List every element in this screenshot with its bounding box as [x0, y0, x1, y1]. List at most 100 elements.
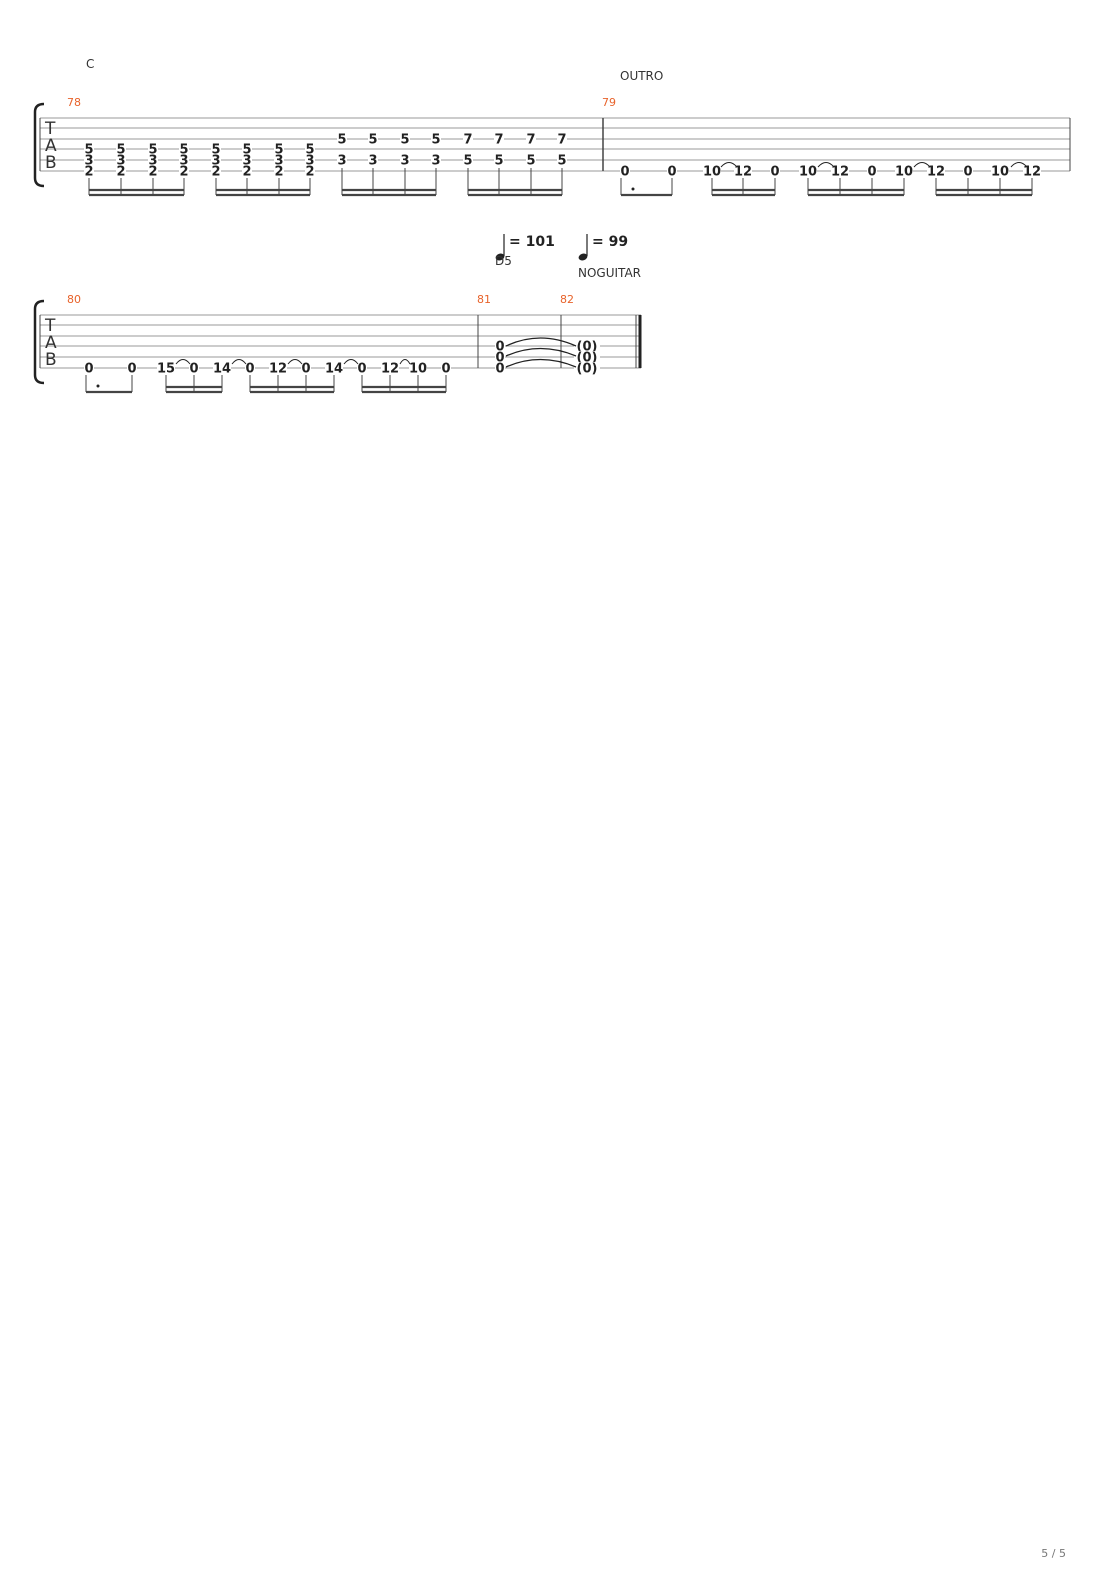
tempo-mark-2: = 99	[578, 234, 628, 261]
tab-letter-a: A	[45, 136, 57, 156]
fret-background	[242, 143, 252, 154]
fret-background	[245, 362, 255, 373]
fret-number: (0)	[577, 340, 598, 355]
fret-background	[431, 154, 441, 165]
fret-background	[84, 165, 94, 176]
fret-number: 7	[526, 133, 535, 148]
beams-1	[89, 188, 1032, 197]
fret-number: 3	[337, 154, 346, 169]
fret-number: 0	[495, 351, 504, 366]
fret-number: 5	[431, 133, 440, 148]
dot-80	[96, 384, 100, 388]
fret-background	[357, 362, 367, 373]
fret-background	[84, 154, 94, 165]
fret-number: 3	[179, 154, 188, 169]
tempo-mark-1: = 101	[495, 234, 555, 261]
fret-number: 3	[431, 154, 440, 169]
fret-background	[400, 133, 410, 144]
fret-background	[211, 154, 221, 165]
fret-background	[463, 133, 473, 144]
fret-background	[337, 154, 347, 165]
fret-background	[157, 362, 175, 373]
fret-background	[441, 362, 451, 373]
fret-background	[431, 133, 441, 144]
measure-number-78: 78	[67, 96, 81, 109]
fret-number: 3	[84, 154, 93, 169]
ties-81-82	[505, 337, 577, 368]
system-brace	[33, 299, 45, 385]
fret-background	[703, 165, 721, 176]
fret-number: 5	[400, 133, 409, 148]
section-label-outro: OUTRO	[620, 69, 663, 83]
fret-background	[148, 154, 158, 165]
fret-background	[381, 362, 399, 373]
fret-background	[574, 340, 600, 351]
fret-background	[991, 165, 1009, 176]
beams-2	[86, 385, 446, 394]
fret-number: 3	[116, 154, 125, 169]
fret-background	[213, 362, 231, 373]
fret-background	[495, 340, 505, 351]
fret-number: 0	[245, 362, 254, 377]
fret-background	[734, 165, 752, 176]
fret-background	[189, 362, 199, 373]
fret-number: (0)	[577, 362, 598, 377]
measure-number-81: 81	[477, 293, 491, 306]
fret-number: 0	[620, 165, 629, 180]
ties-79	[720, 162, 1028, 168]
tab-letter-t: T	[44, 119, 56, 139]
fret-number: 7	[463, 133, 472, 148]
fret-number: 5	[148, 143, 157, 158]
fret-number: 14	[325, 362, 343, 377]
fret-background	[274, 154, 284, 165]
fret-number: 5	[305, 143, 314, 158]
fret-background	[211, 143, 221, 154]
fret-number: 14	[213, 362, 231, 377]
fret-background	[127, 362, 137, 373]
fret-number: 5	[337, 133, 346, 148]
staff-lines	[40, 117, 1070, 172]
fret-number: 3	[242, 154, 251, 169]
page-number: 5 / 5	[1041, 1547, 1066, 1560]
fret-number: 2	[274, 165, 283, 180]
fret-background	[867, 165, 877, 176]
fret-background	[116, 165, 126, 176]
fret-number: 2	[305, 165, 314, 180]
label-noguitar: NOGUITAR	[578, 266, 641, 280]
fret-background	[963, 165, 973, 176]
stems-2	[85, 375, 447, 392]
dot-79	[631, 187, 635, 191]
system-brace	[33, 102, 45, 188]
fret-background	[116, 154, 126, 165]
fret-number: 12	[269, 362, 287, 377]
fret-number: (0)	[577, 351, 598, 366]
fret-background	[526, 154, 536, 165]
fret-number: 5	[368, 133, 377, 148]
fret-number: 0	[495, 362, 504, 377]
fret-background	[116, 143, 126, 154]
fret-number: 5	[211, 143, 220, 158]
fret-number: 10	[991, 165, 1009, 180]
measure-81-notes: 000	[495, 340, 505, 377]
fret-background	[84, 143, 94, 154]
fret-number: 0	[867, 165, 876, 180]
fret-background	[301, 362, 311, 373]
fret-background	[325, 362, 343, 373]
fret-number: 5	[84, 143, 93, 158]
fret-background	[242, 154, 252, 165]
fret-number: 10	[409, 362, 427, 377]
fret-number: 3	[148, 154, 157, 169]
fret-number: 10	[703, 165, 721, 180]
chord-label-c: C	[86, 57, 94, 71]
measure-number-80: 80	[67, 293, 81, 306]
fret-background	[494, 154, 504, 165]
fret-number: 3	[211, 154, 220, 169]
fret-background	[179, 143, 189, 154]
fret-number: 12	[381, 362, 399, 377]
fret-number: 3	[368, 154, 377, 169]
fret-number: 7	[494, 133, 503, 148]
